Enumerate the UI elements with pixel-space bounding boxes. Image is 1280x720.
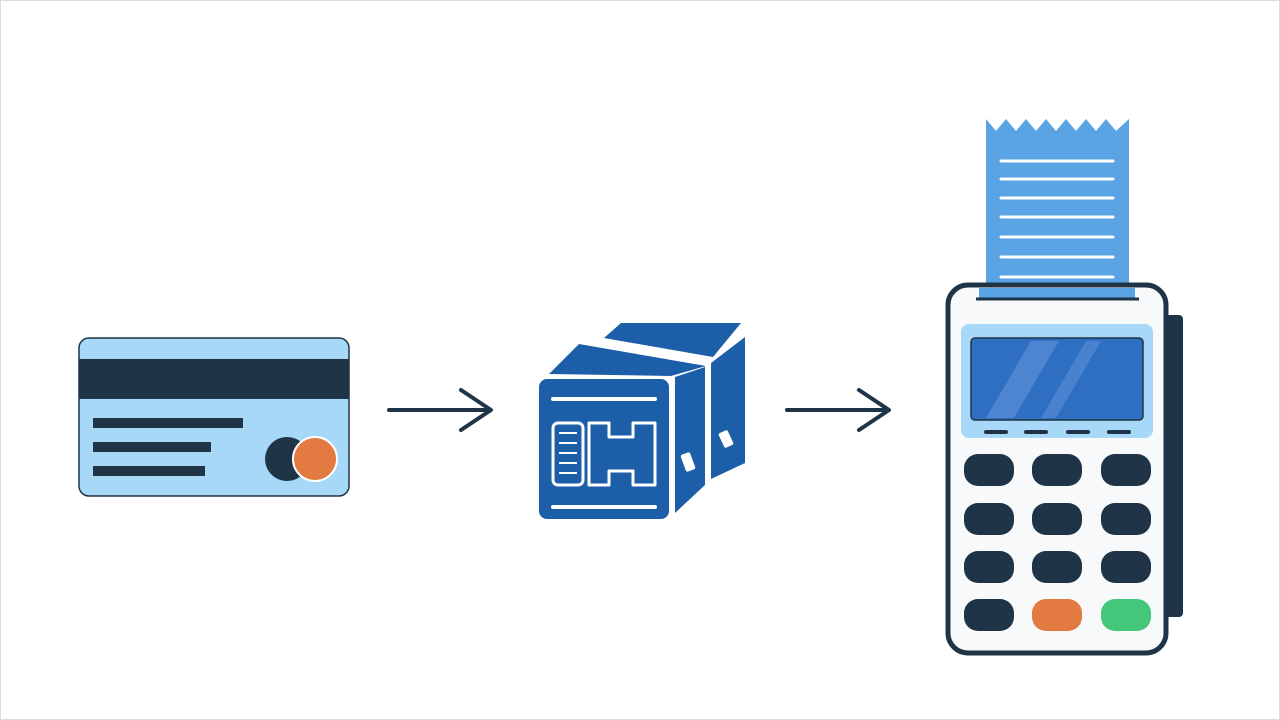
keypad-key xyxy=(964,599,1014,631)
keypad-key xyxy=(1101,454,1151,486)
cancel-key xyxy=(1032,599,1082,631)
keypad-key xyxy=(964,454,1014,486)
box-side-panel xyxy=(675,367,705,513)
box-flap-right xyxy=(604,323,741,357)
keypad-key xyxy=(1032,454,1082,486)
confirm-key xyxy=(1101,599,1151,631)
terminal-keypad xyxy=(964,454,1151,631)
chip-contact-pattern xyxy=(587,421,657,487)
receipt-icon xyxy=(986,119,1129,301)
box-flap-left xyxy=(549,344,706,376)
arrow-right-icon xyxy=(785,388,891,432)
magnetic-stripe xyxy=(79,359,349,399)
receipt-slot xyxy=(979,288,1135,298)
keypad-key xyxy=(1032,503,1082,535)
keypad-key xyxy=(1032,551,1082,583)
package-box-icon xyxy=(539,323,745,519)
card-text-line xyxy=(93,442,211,452)
card-text-line xyxy=(93,466,205,476)
receipt-paper xyxy=(986,119,1129,301)
arrow-right-icon xyxy=(387,388,493,432)
keypad-key xyxy=(964,503,1014,535)
card-text-line xyxy=(93,418,243,428)
box-handle-mark xyxy=(680,452,696,472)
payment-terminal-icon xyxy=(945,119,1183,656)
chip-contact-left xyxy=(551,421,585,487)
card-logo-orange-circle xyxy=(292,436,338,482)
keypad-key xyxy=(1101,503,1151,535)
box-side-panel xyxy=(711,337,745,479)
credit-card-icon xyxy=(78,337,350,497)
box-handle-mark xyxy=(718,430,734,448)
keypad-key xyxy=(964,551,1014,583)
keypad-key xyxy=(1101,551,1151,583)
